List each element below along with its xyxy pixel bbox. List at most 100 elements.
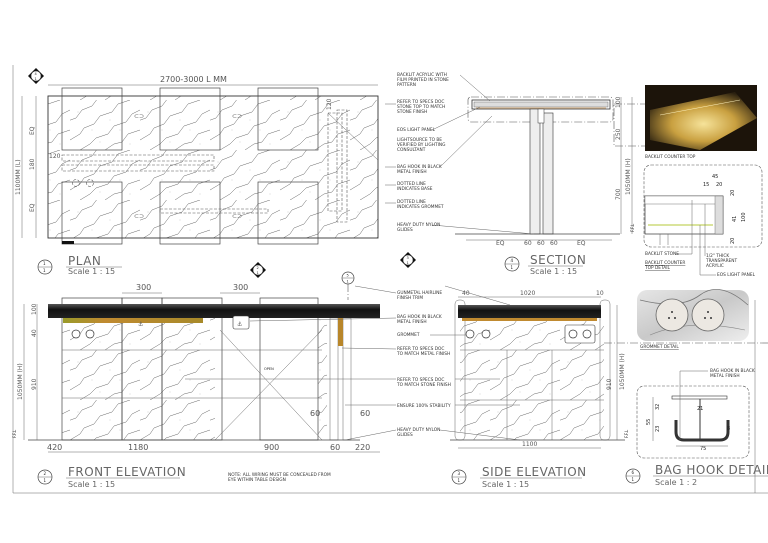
bag-hook-ref-sheet: 1 bbox=[632, 477, 635, 482]
plan-title: PLAN bbox=[68, 254, 101, 268]
detail-marker: 5 1 bbox=[341, 271, 355, 300]
bag-hook-ref-number: 6 bbox=[632, 470, 635, 475]
grommet-icon bbox=[568, 329, 578, 339]
side-light-strip bbox=[462, 318, 597, 321]
counter-detail-title: BACKLIT COUNTER bbox=[645, 260, 685, 266]
dim-label: 41 bbox=[732, 216, 738, 222]
front-title-block: 2 1 FRONT ELEVATION Scale 1 : 15 bbox=[37, 465, 186, 489]
plan-ref-number: 1 bbox=[43, 261, 46, 266]
plan-grommets: ⊂⊃ ⊂⊃ ⊂⊃ ⊂⊃ bbox=[72, 113, 242, 220]
bag-hook-icon: ⚓ bbox=[237, 321, 242, 328]
note-line: BAG HOOK IN BLACK bbox=[397, 314, 442, 320]
note-line: GLIDES bbox=[397, 227, 413, 233]
section-ref-sheet: 1 bbox=[511, 265, 514, 270]
front-ref-number: 2 bbox=[44, 471, 47, 476]
grommet-icon bbox=[481, 329, 491, 339]
side-ffl: F.F.L bbox=[624, 429, 629, 438]
note-line: GROMMET bbox=[397, 332, 420, 338]
side-title: SIDE ELEVATION bbox=[482, 465, 587, 479]
label-light-panel: EOS LIGHT PANEL bbox=[717, 272, 756, 278]
section-scale: Scale 1 : 15 bbox=[530, 267, 577, 276]
note-line: PATTERN bbox=[397, 82, 416, 88]
bag-hook-label: METAL FINISH bbox=[710, 373, 740, 379]
plan-dim-eq-top: EQ bbox=[29, 126, 36, 135]
plan-table-top bbox=[47, 95, 379, 239]
plan-base-frames bbox=[61, 87, 379, 245]
dim-label: 300 bbox=[136, 283, 151, 292]
wiring-note: EYE WITHIN TABLE DESIGN bbox=[228, 477, 286, 483]
bag-hook-title-block: 6 1 BAG HOOK DETAIL Scale 1 : 2 bbox=[625, 463, 768, 487]
note-line: DOTTED LINE bbox=[397, 199, 426, 205]
grommet-icon bbox=[582, 329, 592, 339]
front-elevation: ⚓ ⚓ OPEN 300 300 420 1180 900 60 220 60 … bbox=[12, 283, 380, 489]
note-line: BAG HOOK IN BLACK bbox=[397, 164, 442, 170]
note-line: HEAVY DUTY NYLON bbox=[397, 427, 440, 433]
open-label: OPEN bbox=[264, 367, 274, 371]
section-dim-height: 1050MM (H) bbox=[625, 158, 632, 195]
note-line: HEAVY DUTY NYLON bbox=[397, 222, 440, 228]
plan-width-dimension: 1100MM (L) bbox=[15, 159, 22, 195]
section-title-block: 4 1 SECTION Scale 1 : 15 bbox=[504, 253, 586, 276]
side-scale: Scale 1 : 15 bbox=[482, 480, 529, 489]
section-dim-upper: 250 bbox=[615, 128, 622, 140]
front-trim-strip bbox=[338, 318, 343, 346]
section-marker-front: 2 1 bbox=[250, 262, 266, 278]
front-scale: Scale 1 : 15 bbox=[68, 480, 115, 489]
section-dim-top: 100 bbox=[615, 96, 622, 108]
section-marker-side: 3 1 bbox=[400, 252, 416, 268]
note-line: FINISH TRIM bbox=[397, 295, 423, 301]
grommet-icon bbox=[691, 298, 725, 332]
dim-label: 60 bbox=[310, 409, 320, 418]
note-line: EOS LIGHT PANEL bbox=[397, 127, 436, 133]
section-ffl: F.F.L bbox=[630, 223, 635, 232]
side-top-bar bbox=[458, 305, 601, 318]
grommet-caption: GROMMET DETAIL bbox=[640, 344, 679, 350]
dim-label: 60 bbox=[550, 240, 558, 247]
bag-hook-detail: BAG HOOK IN BLACK METAL FINISH 55 32 23 … bbox=[625, 368, 768, 487]
dim-label: 60 bbox=[524, 240, 532, 247]
dim-label: 100 bbox=[741, 212, 747, 222]
counter-detail-dims: 45 15 20 20 41 100 20 bbox=[703, 174, 747, 244]
dim-label: 100 bbox=[31, 303, 38, 315]
note-line: REFER TO SPECS DOC bbox=[397, 99, 444, 105]
note-line: GUNMETAL HAIRLINE bbox=[397, 290, 442, 296]
dim-label: 45 bbox=[712, 174, 718, 180]
grommet-detail: GROMMET DETAIL bbox=[637, 288, 749, 350]
plan-view: ⊂⊃ ⊂⊃ ⊂⊃ ⊂⊃ 2700-3000 L MM 1100MM (L) EQ… bbox=[15, 75, 379, 276]
dim-label: 55 bbox=[646, 419, 652, 425]
plan-dim-eq-bottom: EQ bbox=[29, 203, 36, 212]
note-line: VERIFIED BY LIGHTING bbox=[397, 142, 445, 148]
dim-label: 21 bbox=[697, 406, 703, 412]
section-bottom-dimensions: EQ 60 60 60 EQ bbox=[496, 240, 586, 247]
dim-label: EQ bbox=[577, 240, 586, 247]
photo-caption: BACKLIT COUNTER TOP bbox=[645, 154, 696, 160]
dim-label: 20 bbox=[730, 190, 736, 196]
note-line: REFER TO SPECS DOC bbox=[397, 346, 444, 352]
counter-detail-title: TOP DETAIL bbox=[644, 265, 670, 271]
dim-label: 900 bbox=[264, 443, 279, 452]
note-line: STONE FINISH bbox=[397, 109, 427, 115]
section-view: EQ 60 60 60 EQ 100 250 700 1050MM (H) F.… bbox=[385, 72, 735, 276]
dim-label: 60 bbox=[360, 409, 370, 418]
marker-sheet: 1 bbox=[407, 261, 409, 265]
plan-dim-left-offset: 120 bbox=[49, 153, 61, 160]
dim-label: 910 bbox=[606, 378, 613, 390]
label-acrylic: 1/2" THICK bbox=[706, 253, 729, 259]
grommet-icon: ⊂⊃ bbox=[232, 213, 242, 220]
marker-sheet: 1 bbox=[257, 271, 259, 275]
dim-label: 8 bbox=[727, 426, 730, 432]
label-acrylic: ACRYLIC bbox=[706, 263, 724, 269]
note-line: BACKLIT ACRYLIC WITH bbox=[397, 72, 447, 78]
note-line: FILM PRINTED IN STONE bbox=[397, 77, 449, 83]
grommet-icon: ⊂⊃ bbox=[232, 113, 242, 120]
dim-label: 20 bbox=[730, 238, 736, 244]
dim-label: 60 bbox=[537, 240, 545, 247]
marker-number: 3 bbox=[407, 256, 409, 260]
